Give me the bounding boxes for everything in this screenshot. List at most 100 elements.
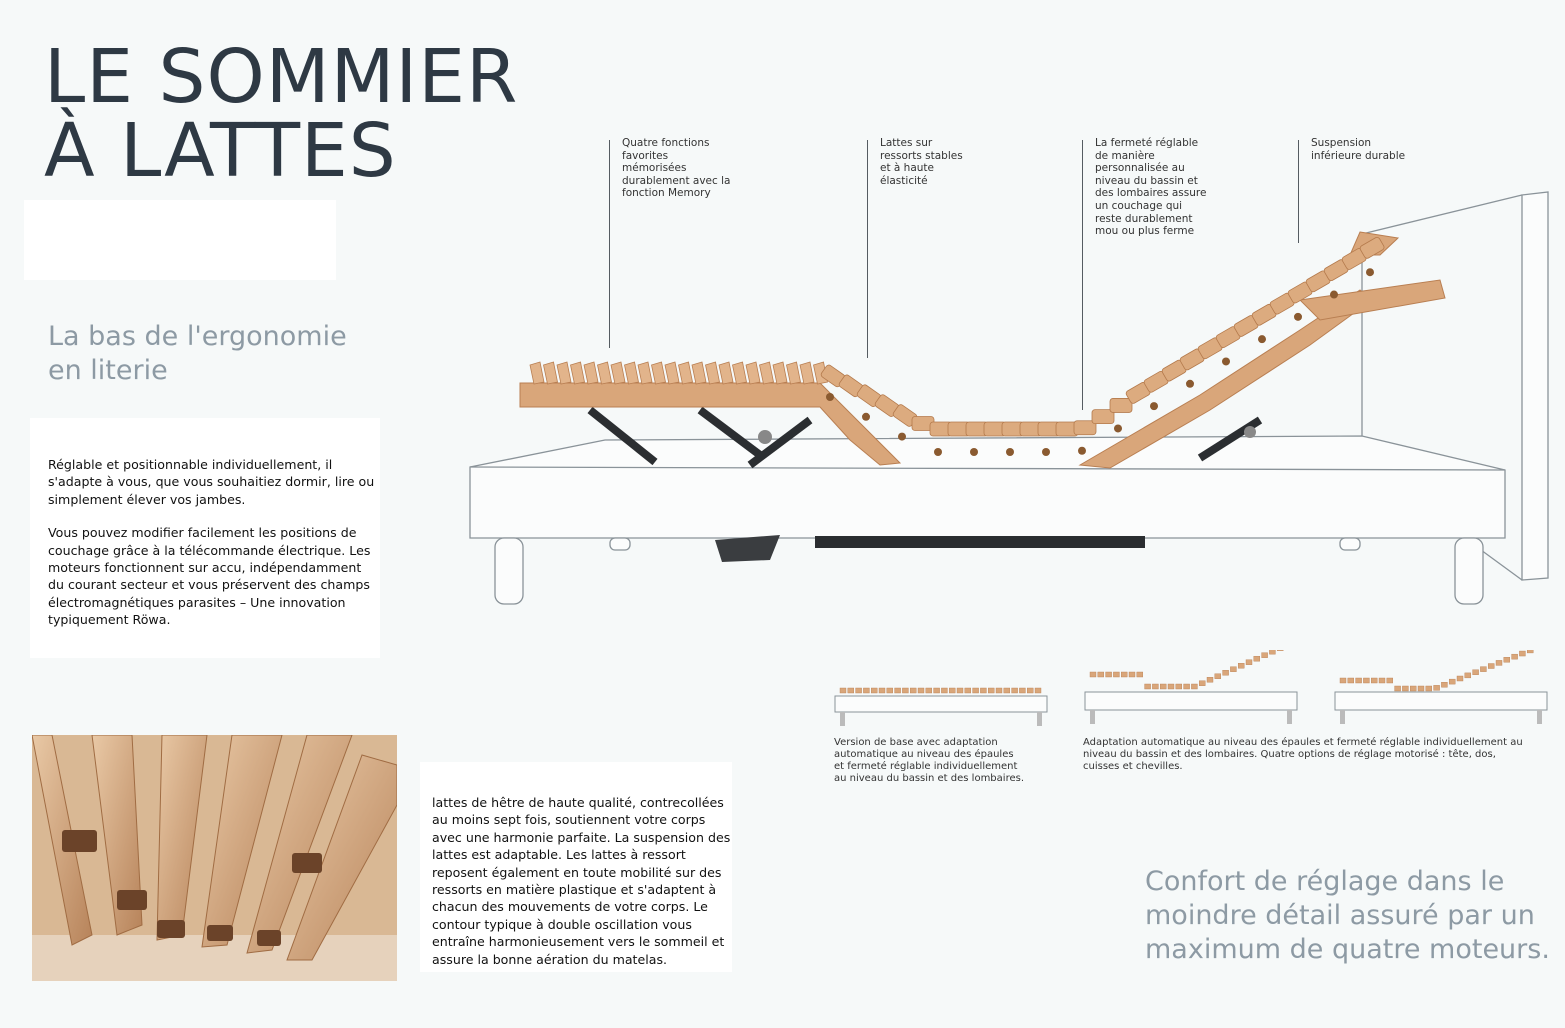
mini-slat: [1495, 660, 1503, 666]
mini-slat: [1034, 687, 1042, 694]
callout-line-suspension: [1298, 140, 1299, 243]
mini-slat: [1394, 685, 1401, 692]
mini-slat: [839, 687, 847, 694]
slat: [556, 361, 572, 385]
adjustable-bed-illustration: [469, 191, 1549, 605]
mini-slat: [964, 687, 972, 694]
slat: [543, 361, 558, 385]
mini-slat: [980, 687, 987, 694]
mini-slat: [987, 687, 995, 694]
mini-slat: [1269, 650, 1276, 655]
mini-slat: [1167, 683, 1175, 690]
mini-slat: [886, 687, 893, 694]
spring: [1042, 448, 1050, 456]
mini-slat: [1417, 685, 1425, 692]
mini-slat: [894, 687, 901, 694]
section-subtitle: La bas de l'ergonomie en literie: [48, 320, 347, 388]
motorized-version-diagram-1: [1084, 650, 1298, 724]
mini-slat: [1526, 650, 1534, 654]
mini-slat: [948, 687, 956, 694]
mini-slat: [1480, 666, 1487, 672]
subtitle-line-2: en literie: [48, 355, 168, 386]
spring: [1150, 402, 1158, 411]
mini-slat: [995, 687, 1003, 694]
spring: [1006, 448, 1014, 456]
callout-line-springs: [867, 140, 868, 358]
decorative-panel: [24, 200, 336, 280]
slat: [610, 361, 626, 385]
mini-slat: [1347, 677, 1355, 684]
spring: [1222, 357, 1230, 366]
mini-slat: [1433, 685, 1440, 691]
mini-slat: [1198, 680, 1206, 686]
slat: [732, 361, 747, 385]
mini-slat: [1105, 671, 1112, 678]
mini-slat: [1128, 671, 1136, 678]
mini-slat: [863, 687, 870, 694]
mini-slat: [1355, 677, 1362, 684]
mini-slat: [1425, 685, 1433, 692]
mini-slat: [1222, 670, 1229, 676]
mini-slat: [1456, 675, 1464, 682]
mini-slat: [1206, 677, 1214, 683]
spring: [1078, 446, 1086, 455]
callout-memory: Quatre fonctions favorites mémorisées du…: [622, 137, 731, 200]
mini-slat: [1441, 682, 1448, 688]
mini-slat: [1253, 655, 1261, 662]
slat: [705, 361, 720, 385]
title-line-2: À LATTES: [44, 108, 397, 194]
mini-slat: [1402, 685, 1409, 692]
mini-slat: [1026, 687, 1034, 694]
curved-slat: [1091, 409, 1115, 425]
callout-suspension: Suspension inférieure durable: [1311, 137, 1406, 162]
mini-slat: [1113, 671, 1120, 678]
caption-base-version: Version de base avec adaptation automati…: [834, 737, 1024, 784]
caption-motorized-version: Adaptation automatique au niveau des épa…: [1083, 737, 1523, 772]
title-line-1: LE SOMMIER: [44, 34, 519, 120]
slat: [664, 361, 680, 385]
mini-slat: [1448, 678, 1456, 685]
mini-slat: [878, 687, 886, 694]
mini-slat: [1472, 669, 1479, 675]
mini-slat: [1159, 683, 1167, 690]
tagline-line-3: maximum de quatre moteurs.: [1145, 934, 1550, 965]
mini-slat: [1152, 683, 1159, 690]
spring: [862, 412, 870, 421]
callout-springs: Lattes sur ressorts stables et à haute é…: [880, 137, 963, 187]
motorized-version-diagram-2: [1334, 650, 1548, 724]
mini-slat: [1019, 687, 1026, 694]
spring: [898, 432, 906, 441]
callout-firmness: La fermeté réglable de manière personnal…: [1095, 137, 1207, 238]
mini-slat: [1214, 673, 1222, 679]
curved-slat: [1359, 236, 1385, 259]
mini-slat: [902, 687, 909, 694]
spring: [1330, 290, 1338, 299]
mini-slat: [925, 687, 933, 694]
tagline-line-1: Confort de réglage dans le: [1145, 866, 1505, 897]
mini-slat: [1245, 659, 1253, 665]
mini-slat: [972, 687, 979, 694]
spring: [1294, 312, 1302, 321]
intro-text: Réglable et positionnable individuelleme…: [48, 456, 378, 645]
mini-slat: [1464, 672, 1472, 679]
mini-slat: [1519, 650, 1526, 657]
mini-slat: [1136, 671, 1143, 678]
callout-line-firmness: [1082, 140, 1083, 410]
mini-slat: [1339, 677, 1347, 684]
slat: [718, 361, 734, 385]
spring: [1366, 268, 1374, 277]
spring: [970, 448, 978, 456]
slat: [651, 361, 666, 385]
mini-slat: [1409, 685, 1417, 692]
slat: [799, 361, 815, 385]
lattes-panel: [420, 762, 732, 972]
slat: [529, 361, 545, 385]
spring: [1114, 424, 1122, 433]
mini-slat: [1276, 650, 1284, 651]
mini-slat: [933, 687, 940, 694]
spring: [1258, 335, 1266, 344]
tagline: Confort de réglage dans le moindre détai…: [1145, 865, 1550, 967]
slats-closeup-photo: [32, 735, 397, 981]
mini-slat: [1511, 653, 1518, 660]
mini-slat: [941, 687, 948, 694]
